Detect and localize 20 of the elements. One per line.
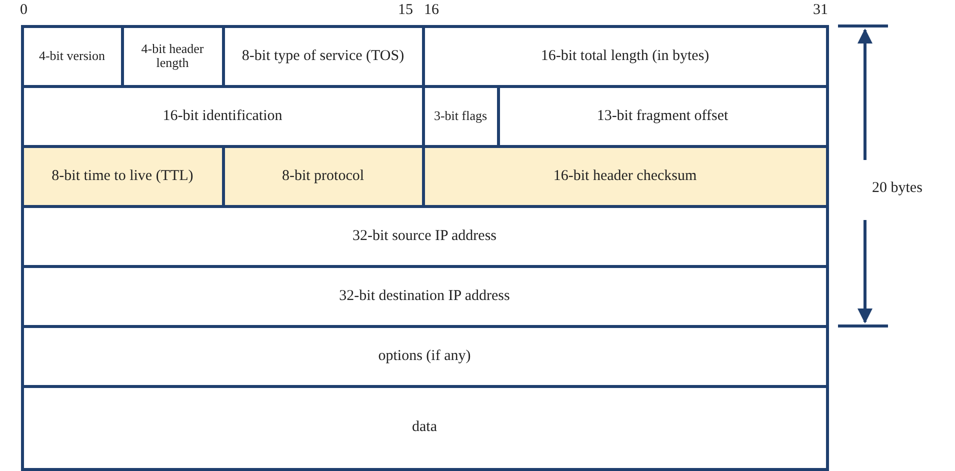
field-label: 4-bit version [38, 48, 106, 64]
field-label: 16-bit header checksum [553, 168, 697, 184]
field-label: 3-bit flags [434, 108, 488, 124]
field-label: 8-bit time to live (TTL) [52, 168, 194, 184]
header-field [20, 24, 124, 88]
field-label: 32-bit destination IP address [339, 288, 510, 304]
bit-number: 15 [398, 3, 413, 18]
bit-number: 16 [424, 3, 439, 18]
field-label: 8-bit type of service (TOS) [242, 48, 404, 64]
field-label: data [412, 419, 437, 436]
field-label: 4-bit header length [140, 42, 205, 70]
bit-number: 0 [20, 3, 28, 18]
field-label: options (if any) [378, 348, 471, 364]
bit-number: 31 [813, 3, 828, 18]
dimension-label: 20 bytes [872, 181, 922, 196]
field-label: 16-bit identification [162, 108, 282, 124]
field-label: 13-bit fragment offset [596, 108, 728, 124]
field-label: 32-bit source IP address [352, 228, 496, 244]
field-label: 16-bit total length (in bytes) [540, 48, 710, 64]
field-label: 8-bit protocol [282, 168, 364, 184]
